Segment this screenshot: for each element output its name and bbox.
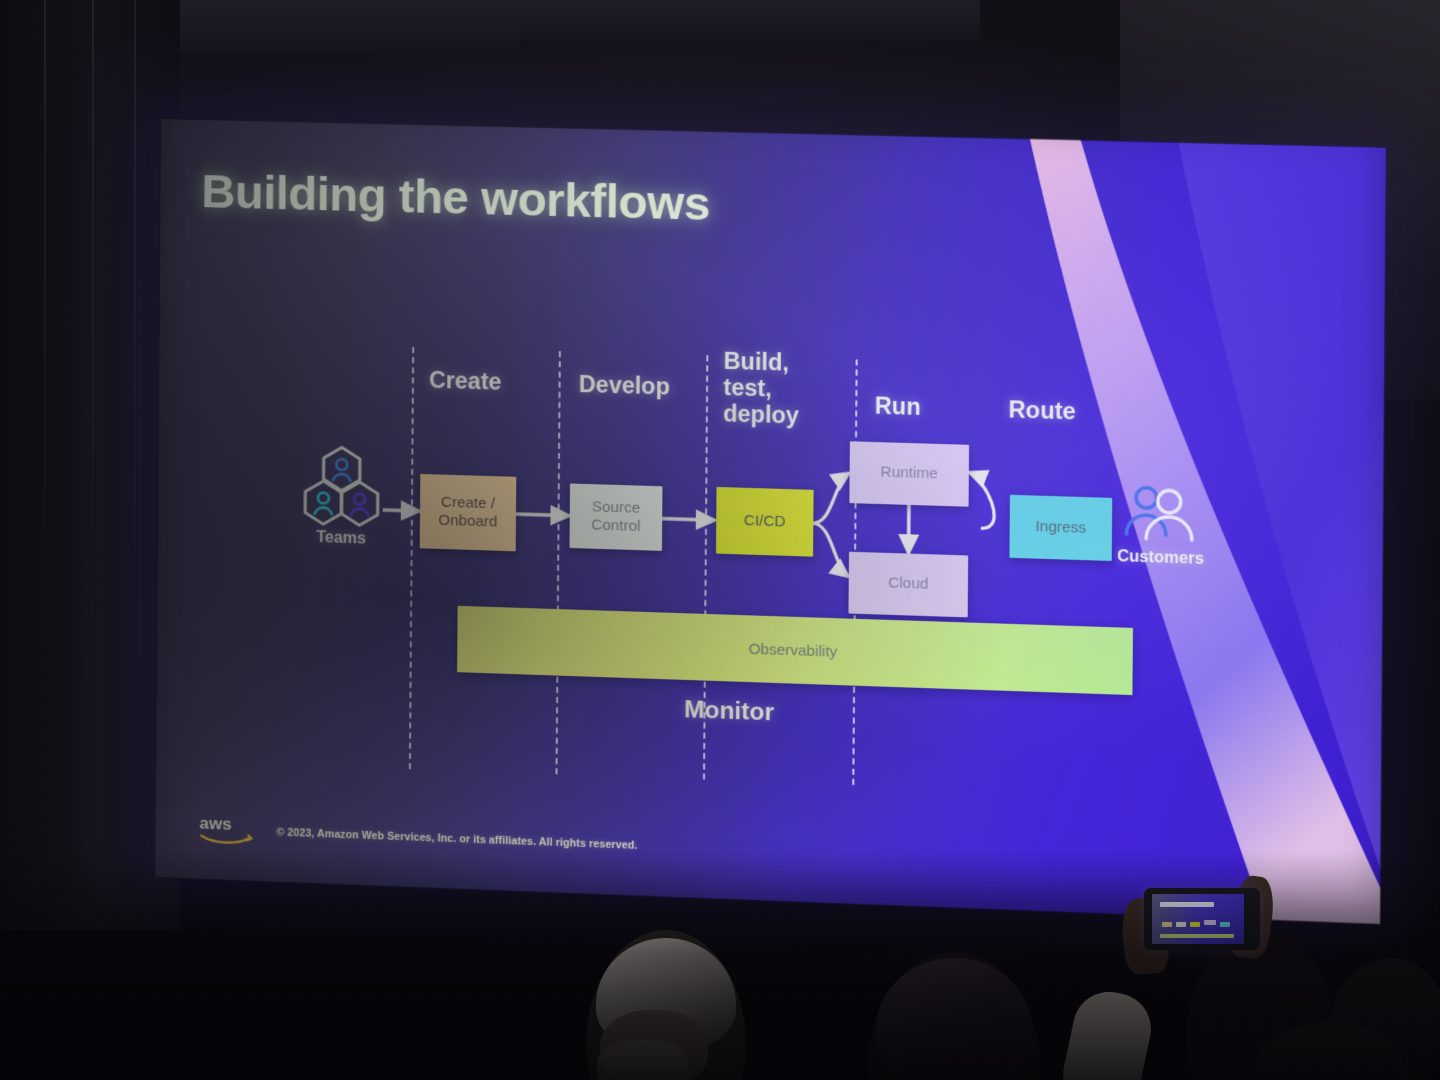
stage-curtain-left [0,0,180,930]
teams-label: Teams [316,528,367,548]
workflow-diagram: Create Develop Build, test, deploy Run R… [154,118,1387,925]
audience-beard [597,1040,689,1080]
node-ingress[interactable]: Ingress [1009,494,1113,562]
curtain-fold [134,0,136,930]
phone-mini-band [1160,934,1234,938]
node-cicd[interactable]: CI/CD [715,486,814,557]
curtain-fold [92,0,94,930]
phone-mini-node [1162,922,1172,927]
node-cloud[interactable]: Cloud [848,551,969,618]
phone-mini-title [1160,902,1214,907]
two-people-icon [1119,481,1200,549]
aws-logo: aws [198,814,254,848]
curtain-fold [44,0,46,930]
phone-mini-node [1190,922,1200,927]
svg-text:aws: aws [199,814,231,834]
phone-screen [1152,894,1244,944]
customers-label: Customers [1117,547,1204,568]
hexagon-people-icon [295,442,388,531]
phone-mini-node [1220,922,1230,927]
node-runtime[interactable]: Runtime [849,441,970,507]
node-source-control[interactable]: Source Control [569,483,663,551]
node-create-onboard[interactable]: Create / Onboard [419,473,517,552]
phone-mini-node [1176,922,1186,927]
ceiling-panel [180,0,520,52]
phone-mini-node [1204,920,1216,925]
presentation-slide: Building the workflows Create Develop Bu… [154,118,1387,925]
projection-screen: Building the workflows Create Develop Bu… [154,118,1387,925]
ceiling-panel [520,0,980,40]
